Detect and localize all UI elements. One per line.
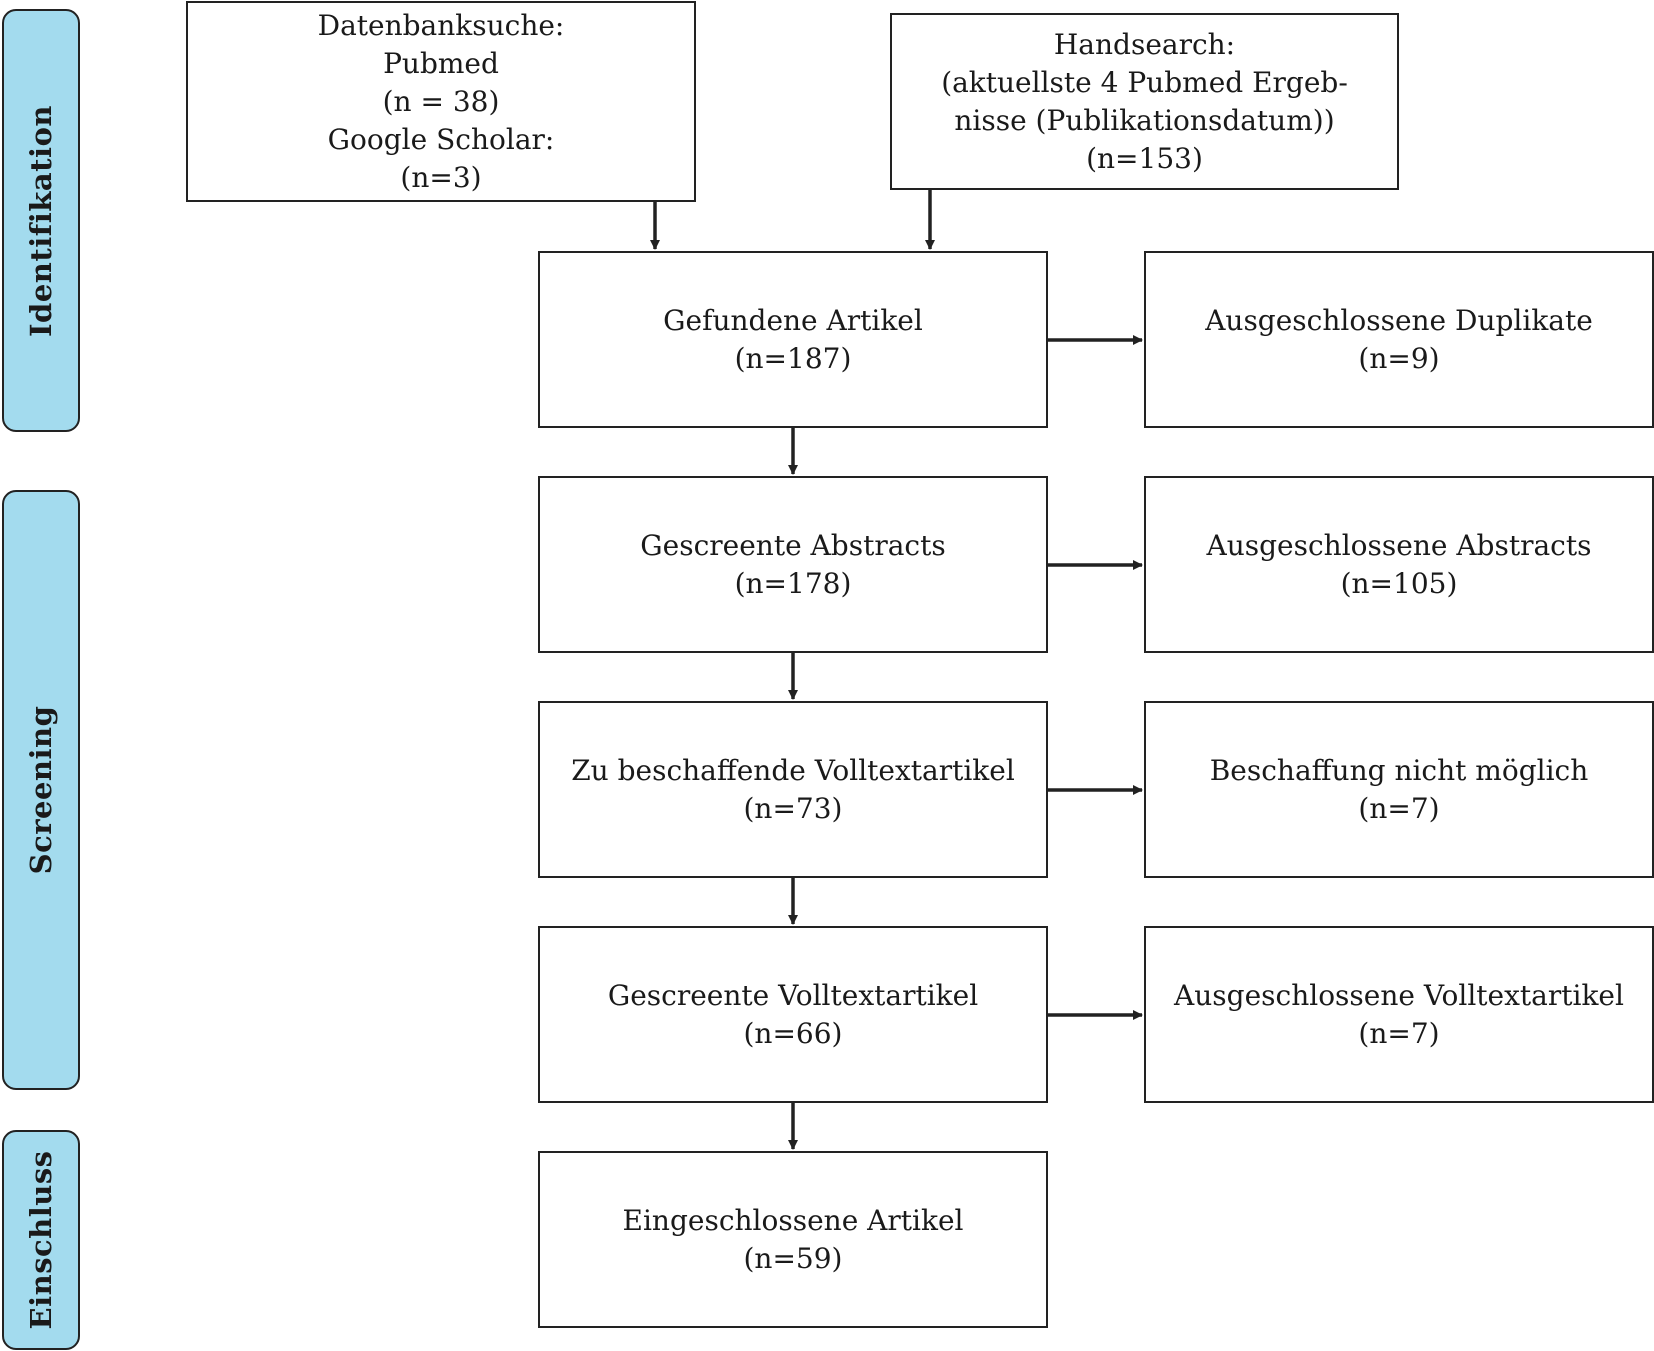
screened-fulltext-box: Gescreente Volltextartikel (n=66) xyxy=(538,926,1048,1103)
excluded-abstracts-count: (n=105) xyxy=(1340,566,1458,600)
handsearch-line: Handsearch: xyxy=(1053,27,1236,61)
database-line: Datenbanksuche: xyxy=(317,8,565,42)
found-articles-count: (n=187) xyxy=(734,341,852,375)
excluded-abstracts-box: Ausgeschlossene Abstracts (n=105) xyxy=(1144,476,1654,653)
phase-identification: Identifikation xyxy=(2,9,80,432)
found-articles-box: Gefundene Artikel (n=187) xyxy=(538,251,1048,428)
screened-abstracts-title: Gescreente Abstracts xyxy=(640,528,946,562)
not-obtainable-box: Beschaffung nicht möglich (n=7) xyxy=(1144,701,1654,878)
fulltext-to-obtain-title: Zu beschaffende Volltextartikel xyxy=(571,753,1015,787)
fulltext-to-obtain-count: (n=73) xyxy=(743,791,843,825)
database-line: (n = 38) xyxy=(382,84,500,118)
not-obtainable-title: Beschaffung nicht möglich xyxy=(1209,753,1589,787)
excluded-duplicates-count: (n=9) xyxy=(1358,341,1440,375)
database-search-box: Datenbanksuche: Pubmed (n = 38) Google S… xyxy=(186,1,696,202)
handsearch-line: (n=153) xyxy=(1086,141,1203,175)
database-line: Google Scholar: xyxy=(327,122,555,156)
excluded-fulltext-title: Ausgeschlossene Volltextartikel xyxy=(1174,978,1624,1012)
included-articles-title: Eingeschlossene Artikel xyxy=(622,1203,964,1237)
screened-abstracts-count: (n=178) xyxy=(734,566,852,600)
included-articles-count: (n=59) xyxy=(743,1241,843,1275)
excluded-fulltext-count: (n=7) xyxy=(1358,1016,1440,1050)
database-line: (n=3) xyxy=(400,160,482,194)
included-articles-box: Eingeschlossene Artikel (n=59) xyxy=(538,1151,1048,1328)
phase-inclusion: Einschluss xyxy=(2,1130,80,1350)
found-articles-title: Gefundene Artikel xyxy=(663,303,923,337)
handsearch-line: (aktuellste 4 Pubmed Ergeb- xyxy=(941,65,1348,99)
screened-fulltext-title: Gescreente Volltextartikel xyxy=(607,978,979,1012)
fulltext-to-obtain-box: Zu beschaffende Volltextartikel (n=73) xyxy=(538,701,1048,878)
excluded-duplicates-box: Ausgeschlossene Duplikate (n=9) xyxy=(1144,251,1654,428)
database-line: Pubmed xyxy=(383,46,499,80)
excluded-fulltext-box: Ausgeschlossene Volltextartikel (n=7) xyxy=(1144,926,1654,1103)
not-obtainable-count: (n=7) xyxy=(1358,791,1440,825)
handsearch-box: Handsearch: (aktuellste 4 Pubmed Ergeb- … xyxy=(890,13,1399,190)
screened-abstracts-box: Gescreente Abstracts (n=178) xyxy=(538,476,1048,653)
excluded-duplicates-title: Ausgeschlossene Duplikate xyxy=(1205,303,1593,337)
phase-screening: Screening xyxy=(2,490,80,1090)
excluded-abstracts-title: Ausgeschlossene Abstracts xyxy=(1206,528,1592,562)
handsearch-line: nisse (Publikationsdatum)) xyxy=(954,103,1335,137)
screened-fulltext-count: (n=66) xyxy=(743,1016,843,1050)
